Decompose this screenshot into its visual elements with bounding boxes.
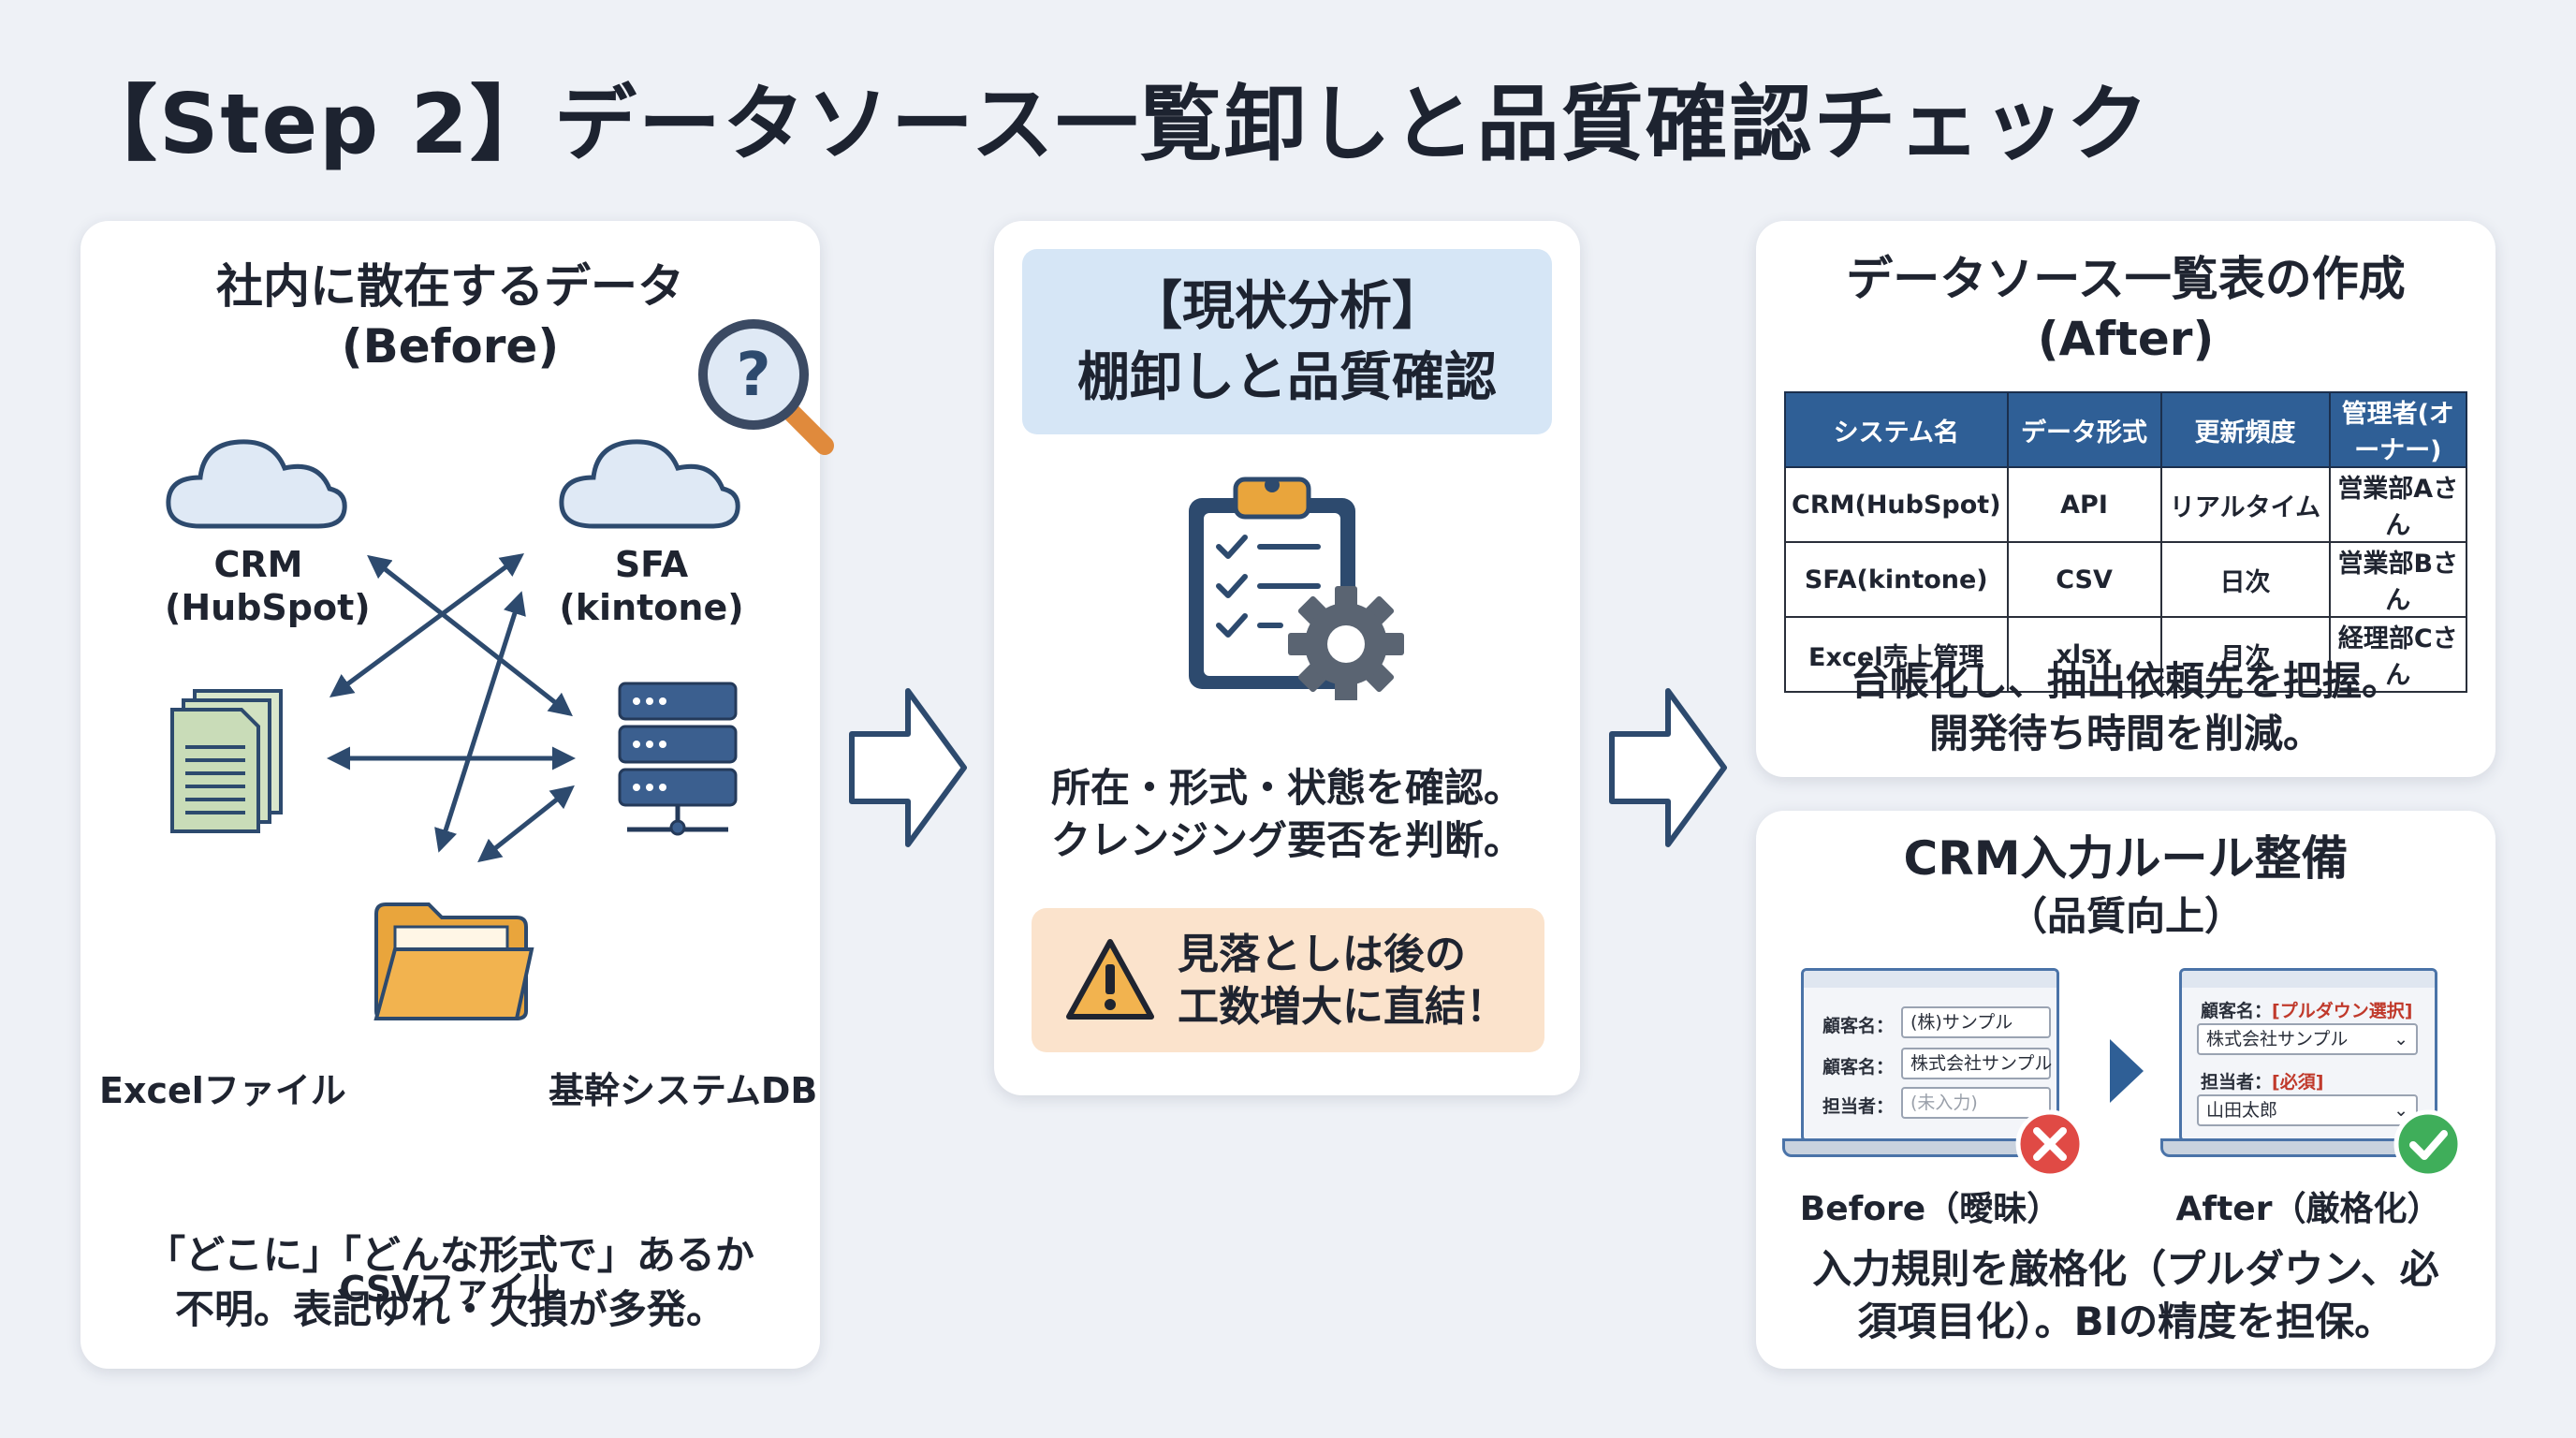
analysis-header: 【現状分析】 棚卸しと品質確認	[1022, 249, 1552, 434]
analysis-header-line1: 【現状分析】	[1130, 276, 1444, 337]
connection-arrows	[327, 553, 576, 863]
table-cell: 経理部Cさん	[2328, 616, 2468, 693]
after-form-screen: 顧客名：[プルダウン選択] 株式会社サンプル ⌄ 担当者：[必須] 山田太郎 ⌄	[2179, 968, 2437, 1142]
warning-line1: 見落としは後の	[1178, 931, 1466, 978]
warning-text: 見落としは後の 工数増大に直結！	[1178, 929, 1507, 1034]
table-cell: 日次	[2159, 541, 2331, 618]
analysis-card: 【現状分析】 棚卸しと品質確認	[994, 221, 1580, 1095]
table-cell: Excel売上管理	[1784, 616, 2009, 693]
after-title-line1: データソース一覧表の作成	[1846, 252, 2406, 306]
table-header: システム名	[1784, 391, 2009, 468]
csv-label: CSVファイル	[339, 1269, 562, 1310]
chevron-down-icon: ⌄	[2393, 1029, 2408, 1049]
after-note-2: [必須]	[2272, 1072, 2324, 1093]
before-caption-line1: 「どこに」「どんな形式で」あるか	[146, 1232, 754, 1278]
table-cell: xlsx	[2006, 616, 2162, 693]
flow-arrow-2	[1609, 688, 1727, 847]
crm-rule-card: CRM入力ルール整備 （品質向上） 顧客名： (株)サンプル 顧客名： 株式会社…	[1756, 811, 2496, 1369]
after-caption-line2: 開発待ち時間を削減。	[1928, 711, 2322, 756]
excel-file-icon	[170, 689, 283, 833]
before-form-caption: Before（曖昧）	[1799, 1190, 2061, 1228]
transition-arrow-icon	[2110, 1039, 2144, 1103]
after-label-2: 担当者：	[2201, 1072, 2273, 1093]
table-row: SFA(kintone) CSV 日次 営業部Bさん	[1784, 541, 2468, 618]
analysis-body: 所在・形式・状態を確認。 クレンジング要否を判断。	[994, 762, 1580, 867]
crm-rule-title-line2: （品質向上）	[2007, 893, 2244, 939]
excel-label: Excelファイル	[99, 1070, 346, 1111]
sfa-label-line2: (kintone)	[559, 587, 744, 628]
before-title-line2: (Before)	[341, 319, 560, 374]
table-cell: CRM(HubSpot)	[1784, 466, 2009, 543]
error-x-icon	[2015, 1109, 2085, 1179]
chevron-down-icon: ⌄	[2393, 1100, 2408, 1121]
table-cell: 営業部Aさん	[2328, 466, 2468, 543]
after-laptop: 顧客名：[プルダウン選択] 株式会社サンプル ⌄ 担当者：[必須] 山田太郎 ⌄	[2160, 968, 2463, 1179]
warning-line2: 工数増大に直結！	[1178, 983, 1507, 1031]
before-form-screen: 顧客名： (株)サンプル 顧客名： 株式会社サンプル 担当者： (未入力)	[1801, 968, 2059, 1142]
crm-rule-caption: 入力規則を厳格化（プルダウン、必 須項目化）。BIの精度を担保。	[1756, 1243, 2496, 1348]
after-select-1-value: 株式会社サンプル	[2206, 1029, 2349, 1049]
table-cell: リアルタイム	[2159, 466, 2331, 543]
crm-rule-caption-line1: 入力規則を厳格化（プルダウン、必	[1812, 1246, 2439, 1292]
table-cell: 月次	[2159, 616, 2331, 693]
after-label-1: 顧客名：	[2201, 1001, 2273, 1021]
after-select-2: 山田太郎 ⌄	[2197, 1094, 2418, 1126]
page-title: 【Step 2】データソース一覧卸しと品質確認チェック	[75, 76, 2151, 172]
table-cell: SFA(kintone)	[1784, 541, 2009, 618]
svg-text:?: ?	[736, 341, 770, 410]
before-form-label: 顧客名：	[1822, 1016, 1895, 1036]
after-title: データソース一覧表の作成 (After)	[1756, 249, 2496, 369]
crm-rule-title-line1: CRM入力ルール整備	[1903, 831, 2349, 886]
analysis-body-line2: クレンジング要否を判断。	[1050, 817, 1523, 863]
table-header: データ形式	[2006, 391, 2162, 468]
before-form-value: (株)サンプル	[1901, 1006, 2051, 1038]
before-form-value: 株式会社サンプル	[1901, 1048, 2052, 1079]
magnifier-question-icon: ?	[698, 319, 834, 455]
warning-icon	[1066, 939, 1154, 1020]
before-form-value: (未入力)	[1901, 1087, 2051, 1119]
database-server-icon	[618, 682, 738, 836]
data-source-table: システム名 データ形式 更新頻度 管理者(オーナー) CRM(HubSpot) …	[1784, 391, 2468, 693]
sfa-label: SFA (kintone)	[558, 543, 745, 629]
warning-box: 見落としは後の 工数増大に直結！	[1032, 908, 1544, 1052]
after-note-1: [プルダウン選択]	[2272, 1001, 2413, 1021]
csv-folder-icon	[373, 902, 534, 1020]
after-card: データソース一覧表の作成 (After) システム名 データ形式 更新頻度 管理…	[1756, 221, 2496, 777]
before-title: 社内に散在するデータ (Before)	[80, 257, 820, 376]
crm-cloud-icon	[166, 439, 347, 529]
table-row: Excel売上管理 xlsx 月次 経理部Cさん	[1784, 616, 2468, 693]
db-label: 基幹システムDB	[549, 1070, 818, 1111]
after-form-label: 担当者：[必須]	[2201, 1068, 2323, 1093]
table-header: 管理者(オーナー)	[2328, 391, 2468, 468]
crm-label-line1: CRM	[213, 544, 303, 585]
analysis-header-line2: 棚卸しと品質確認	[1077, 347, 1497, 408]
before-form-label: 顧客名：	[1822, 1057, 1895, 1078]
after-title-line2: (After)	[2037, 312, 2215, 366]
before-caption: 「どこに」「どんな形式で」あるか 不明。表記ゆれ・欠損が多発。	[80, 1228, 820, 1337]
crm-rule-caption-line2: 須項目化）。BIの精度を担保。	[1857, 1299, 2394, 1344]
sfa-label-line1: SFA	[614, 544, 689, 585]
flow-arrow-1	[849, 688, 967, 847]
sfa-cloud-icon	[559, 439, 740, 529]
after-select-2-value: 山田太郎	[2206, 1100, 2278, 1121]
crm-rule-title: CRM入力ルール整備 （品質向上）	[1756, 829, 2496, 946]
before-caption-line2: 不明。表記ゆれ・欠損が多発。	[174, 1286, 725, 1332]
before-card: 社内に散在するデータ (Before) ? CRM (HubSpot) SFA …	[80, 221, 834, 1369]
after-form-caption: After（厳格化）	[2175, 1190, 2441, 1228]
table-cell: API	[2006, 466, 2162, 543]
table-cell: 営業部Bさん	[2328, 541, 2468, 618]
analysis-body-line1: 所在・形式・状態を確認。	[1050, 765, 1523, 811]
after-select-1: 株式会社サンプル ⌄	[2197, 1023, 2418, 1055]
after-caption: 台帳化し、抽出依頼先を把握。 開発待ち時間を削減。	[1756, 655, 2496, 760]
before-title-line1: 社内に散在するデータ	[216, 259, 684, 314]
check-ok-icon	[2393, 1109, 2463, 1179]
before-form-label: 担当者：	[1822, 1096, 1895, 1117]
table-header: 更新頻度	[2159, 391, 2331, 468]
table-cell: CSV	[2006, 541, 2162, 618]
after-form-label: 顧客名：[プルダウン選択]	[2201, 997, 2412, 1022]
before-laptop: 顧客名： (株)サンプル 顧客名： 株式会社サンプル 担当者： (未入力)	[1782, 968, 2085, 1179]
table-row: CRM(HubSpot) API リアルタイム 営業部Aさん	[1784, 466, 2468, 543]
clipboard-gear-icon	[1189, 477, 1404, 700]
after-caption-line1: 台帳化し、抽出依頼先を把握。	[1850, 658, 2401, 704]
